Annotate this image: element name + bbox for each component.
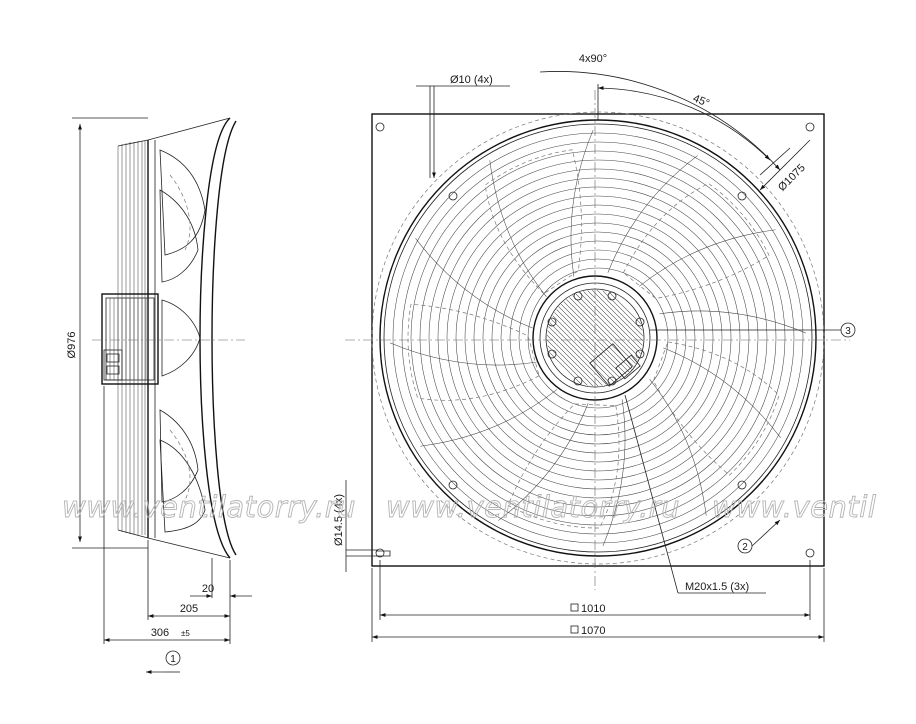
blade-outline	[653, 341, 780, 476]
guard-mount-points	[448, 191, 747, 490]
guard-spokes	[389, 129, 807, 547]
side-view: Ø976 20 205 306 ±5 1	[66, 117, 252, 674]
motor-fin	[547, 290, 643, 386]
guard-spoke	[663, 347, 781, 438]
dim-square-1010: 1010	[581, 603, 605, 615]
angle-45: 45°	[691, 93, 711, 110]
dim-306-tolerance: ±5	[181, 629, 190, 638]
watermark-left: www.ventilatorry.ru	[62, 490, 356, 524]
guard-spoke	[570, 129, 594, 277]
side-motor	[101, 293, 159, 385]
side-blades	[159, 149, 206, 533]
dim-306: 306	[151, 627, 169, 639]
marker-3: 3	[845, 326, 851, 337]
guard-spoke	[607, 155, 698, 273]
motor-fin	[547, 290, 636, 386]
blade-outline	[484, 149, 582, 295]
motor-fin	[547, 290, 641, 386]
thread-m20: M20x1.5 (3x)	[685, 581, 749, 593]
guard-spoke	[389, 342, 537, 366]
motor-fin	[564, 290, 643, 386]
motor-fin	[569, 290, 643, 386]
front-view: 4x90° 45° Ø1075 Ø10 (4x) Ø14.5 (4x) 3 2 …	[333, 53, 856, 642]
side-guard-lines	[117, 139, 149, 539]
motor-fin	[547, 290, 631, 386]
motor-fin	[547, 290, 601, 386]
blade-outline	[407, 303, 540, 401]
dim-20: 20	[202, 583, 214, 595]
motor-fin	[547, 290, 643, 386]
guard-spoke	[420, 389, 558, 447]
guard-spoke	[602, 399, 626, 547]
impeller-blades	[407, 149, 780, 529]
dim-diameter-976: Ø976	[66, 332, 78, 359]
hole-10-4x: Ø10 (4x)	[450, 74, 493, 86]
marker-2: 2	[742, 542, 748, 553]
dim-diameter-1075: Ø1075	[776, 162, 808, 194]
dim-205: 205	[180, 603, 198, 615]
watermark-right: www.ventil	[712, 490, 876, 524]
guard-spoke	[415, 238, 533, 329]
motor-fin	[584, 290, 643, 386]
guard-spoke	[638, 229, 776, 287]
motor-fin	[547, 290, 626, 386]
corner-holes	[375, 122, 815, 558]
hole-14-5-4x: Ø14.5 (4x)	[333, 494, 345, 546]
motor-fin	[547, 290, 596, 386]
motor-fin	[547, 290, 616, 386]
dim-square-1070: 1070	[581, 625, 605, 637]
watermark-middle: www.ventilatorry.ru	[386, 490, 680, 524]
guard-spoke	[498, 403, 589, 521]
angle-4x90: 4x90°	[579, 53, 607, 65]
motor-fin	[589, 290, 643, 386]
guard-spoke	[659, 310, 807, 334]
motor-fin	[594, 290, 643, 386]
marker-1: 1	[170, 654, 176, 665]
blade-outline	[622, 183, 770, 299]
motor-fin	[547, 290, 643, 386]
motor-fin	[579, 290, 643, 386]
blade-outline	[507, 403, 620, 529]
motor-fin	[547, 290, 643, 386]
watermark: www.ventilatorry.ru www.ventilatorry.ru …	[62, 490, 877, 525]
motor-fin	[547, 290, 621, 386]
motor-fin	[559, 290, 643, 386]
guard-spoke	[649, 378, 707, 516]
motor-fin	[554, 290, 643, 386]
guard-spoke	[489, 160, 547, 298]
motor-fin	[547, 290, 611, 386]
motor-fin	[549, 290, 643, 386]
motor-fin	[547, 290, 606, 386]
